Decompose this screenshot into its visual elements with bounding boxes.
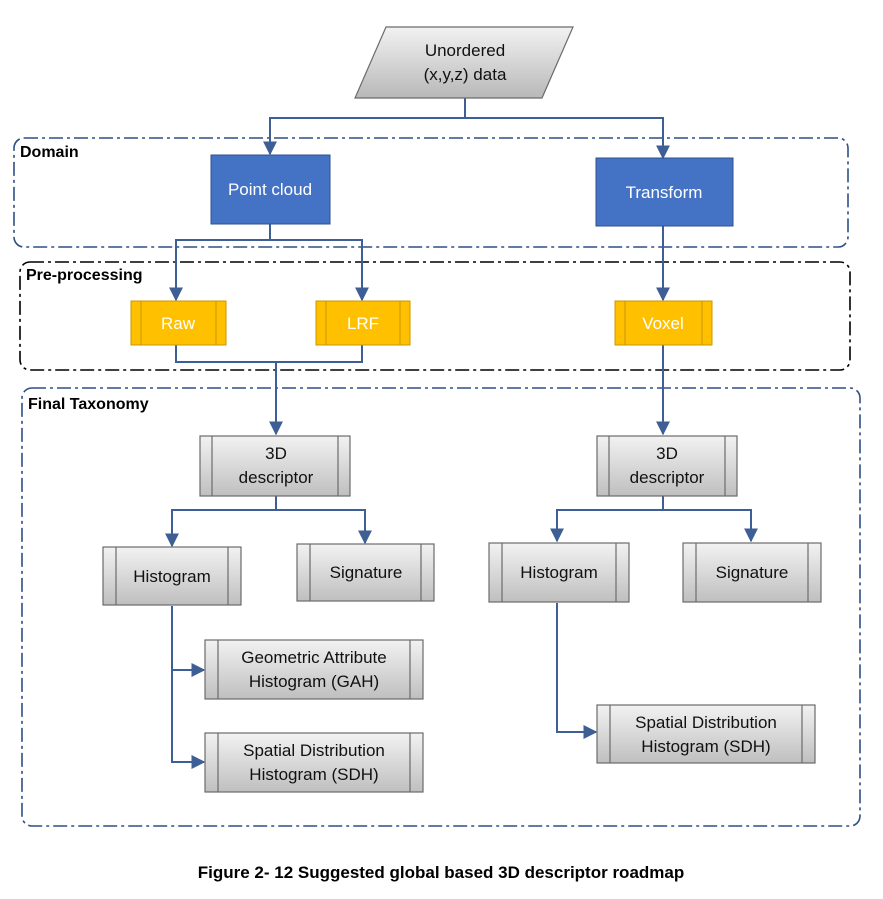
node-transform: Transform	[595, 157, 734, 227]
final-taxonomy-region	[21, 387, 861, 827]
node-sdh-right: Spatial Distribution Histogram (SDH)	[596, 704, 816, 764]
input-line2: (x,y,z) data	[424, 65, 507, 84]
svg-text:descriptor: descriptor	[239, 468, 314, 487]
connectors	[165, 98, 758, 769]
svg-text:Transform: Transform	[626, 183, 703, 202]
connector-pointcloud-lrf	[270, 239, 369, 302]
final-taxonomy-label: Final Taxonomy	[28, 396, 149, 413]
svg-text:LRF: LRF	[347, 314, 379, 333]
svg-text:descriptor: descriptor	[630, 468, 705, 487]
connector-pointcloud-raw	[169, 224, 271, 302]
preprocessing-label: Pre-processing	[26, 267, 142, 284]
svg-text:Signature: Signature	[716, 563, 789, 582]
node-gah: Geometric Attribute Histogram (GAH)	[204, 639, 424, 700]
node-histogram-left: Histogram	[102, 546, 242, 606]
svg-text:3D: 3D	[265, 444, 287, 463]
svg-text:Voxel: Voxel	[642, 314, 684, 333]
svg-text:Spatial Distribution: Spatial Distribution	[635, 713, 777, 732]
svg-text:Point cloud: Point cloud	[228, 180, 312, 199]
svg-text:3D: 3D	[656, 444, 678, 463]
preprocessing-region	[19, 261, 851, 371]
node-raw: Raw	[130, 300, 227, 346]
connector-raw-lrf-merge	[175, 345, 363, 363]
svg-text:Signature: Signature	[330, 563, 403, 582]
connector-descriptor-signature-left	[276, 509, 372, 545]
svg-text:Geometric Attribute: Geometric Attribute	[241, 648, 387, 667]
connector-histogram-sdh-right	[556, 603, 598, 739]
node-signature-left: Signature	[296, 543, 435, 602]
svg-text:Histogram: Histogram	[133, 567, 210, 586]
connector-descriptor-signature-right	[663, 509, 758, 543]
input-line1: Unordered	[425, 41, 505, 60]
node-lrf: LRF	[315, 300, 411, 346]
connector-histogram-sdh-left	[171, 606, 206, 769]
node-histogram-right: Histogram	[488, 542, 630, 603]
node-descriptor-right: 3D descriptor	[596, 435, 738, 497]
connector-input-transform	[465, 117, 670, 160]
connector-descriptor-histogram-right	[550, 496, 664, 543]
svg-text:Histogram (SDH): Histogram (SDH)	[249, 765, 378, 784]
node-input-data: Unordered (x,y,z) data	[354, 26, 574, 99]
node-voxel: Voxel	[614, 300, 713, 346]
node-sdh-left: Spatial Distribution Histogram (SDH)	[204, 732, 424, 793]
svg-text:Spatial Distribution: Spatial Distribution	[243, 741, 385, 760]
svg-text:Raw: Raw	[161, 314, 196, 333]
svg-text:Histogram: Histogram	[520, 563, 597, 582]
node-point-cloud: Point cloud	[210, 154, 331, 225]
node-signature-right: Signature	[682, 542, 822, 603]
domain-region	[13, 137, 849, 248]
connector-descriptor-histogram-left	[165, 496, 277, 548]
svg-text:Histogram (SDH): Histogram (SDH)	[641, 737, 770, 756]
svg-text:Histogram (GAH): Histogram (GAH)	[249, 672, 379, 691]
domain-label: Domain	[20, 144, 79, 161]
figure-caption: Figure 2- 12 Suggested global based 3D d…	[198, 863, 685, 882]
connector-input-pointcloud	[263, 98, 466, 156]
node-descriptor-left: 3D descriptor	[199, 435, 351, 497]
